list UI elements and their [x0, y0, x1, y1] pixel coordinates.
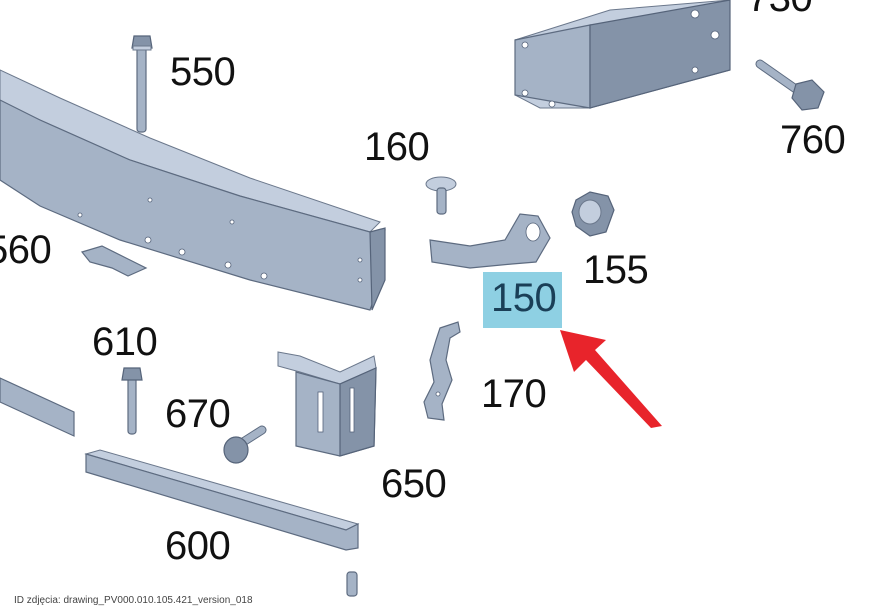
part-170-clip [423, 321, 461, 421]
label-150-highlighted: 150 [483, 272, 563, 328]
part-670-bolt [223, 425, 267, 464]
label-650: 650 [381, 462, 447, 506]
label-610: 610 [92, 320, 158, 364]
part-610-bolt [121, 367, 143, 435]
part-600-beam [84, 449, 360, 551]
label-760: 760 [780, 118, 846, 162]
part-160-screw [425, 176, 457, 215]
part-550-bolt [131, 35, 153, 133]
label-600: 600 [165, 524, 231, 568]
part-650-bracket [277, 351, 377, 457]
part-730-bracket [514, 0, 731, 109]
part-bottom-bolt [346, 571, 358, 597]
label-170: 170 [481, 372, 547, 416]
part-560-plate [80, 245, 148, 277]
part-lower-left-beam [0, 377, 75, 437]
part-760-bolt [755, 59, 825, 111]
label-560: 560 [0, 228, 52, 272]
label-670: 670 [165, 392, 231, 436]
image-caption: ID zdjęcia: drawing_PV000.010.105.421_ve… [14, 595, 253, 606]
label-155: 155 [583, 248, 649, 292]
label-550: 550 [170, 50, 236, 94]
label-160: 160 [364, 125, 430, 169]
pointer-arrow [560, 330, 662, 428]
part-150-bracket [429, 213, 551, 269]
part-155-nut [571, 191, 615, 237]
label-730: 730 [747, 0, 813, 18]
part-crossmember-beam [0, 69, 386, 311]
